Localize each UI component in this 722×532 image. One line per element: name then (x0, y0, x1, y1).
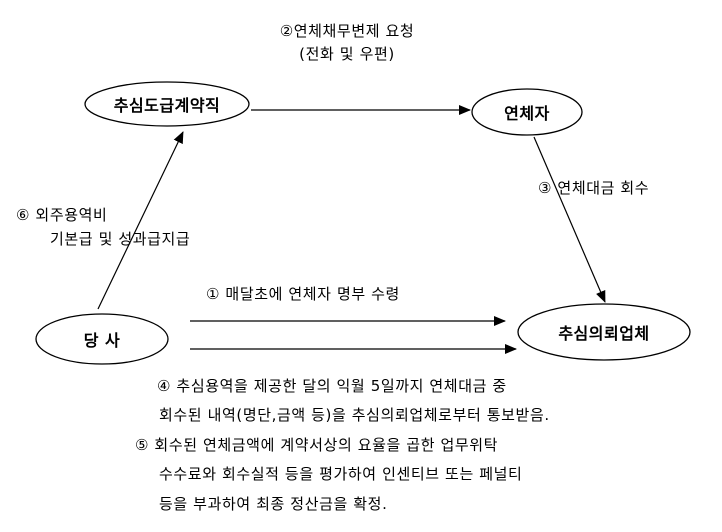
arrow-debtor-to-agency (533, 136, 606, 303)
node-debtor-shape (471, 88, 583, 136)
node-agency-label: 추심의뢰업체 (558, 324, 650, 343)
node-agency-shape (517, 303, 691, 361)
note-4-line1: ④ 추심용역을 제공한 달의 익월 5일까지 연체대금 중 (157, 377, 507, 395)
edge-label-pay-line2: 기본급 및 성과급지급 (50, 230, 191, 248)
edge-label-request-line2: (전화 및 우편) (299, 45, 395, 63)
edge-label-request-line1: ②연체채무변제 요청 (279, 22, 415, 40)
note-5-line1: ⑤ 회수된 연체금액에 계약서상의 요율을 곱한 업무위탁 (135, 436, 499, 454)
edge-label-pay-line1: ⑥ 외주용역비 (16, 206, 108, 224)
node-contractor-shape (84, 81, 250, 127)
note-5-line2: 수수료와 회수실적 등을 평가하여 인센티브 또는 페널티 (159, 465, 523, 483)
note-4-line2: 회수된 내역(명단,금액 등)을 추심의뢰업체로부터 통보받음. (159, 406, 550, 424)
edge-label-list: ① 매달초에 연체자 명부 수령 (206, 285, 400, 303)
node-company-label: 당 사 (83, 331, 121, 350)
arrow-company-to-contractor (97, 131, 184, 310)
node-contractor-label: 추심도급계약직 (113, 96, 221, 115)
edge-label-collect: ③ 연체대금 회수 (538, 179, 650, 197)
node-debtor-label: 연체자 (504, 104, 550, 123)
node-company-shape (35, 313, 169, 365)
note-5-line3: 등을 부과하여 최종 정산금을 확정. (159, 495, 388, 513)
